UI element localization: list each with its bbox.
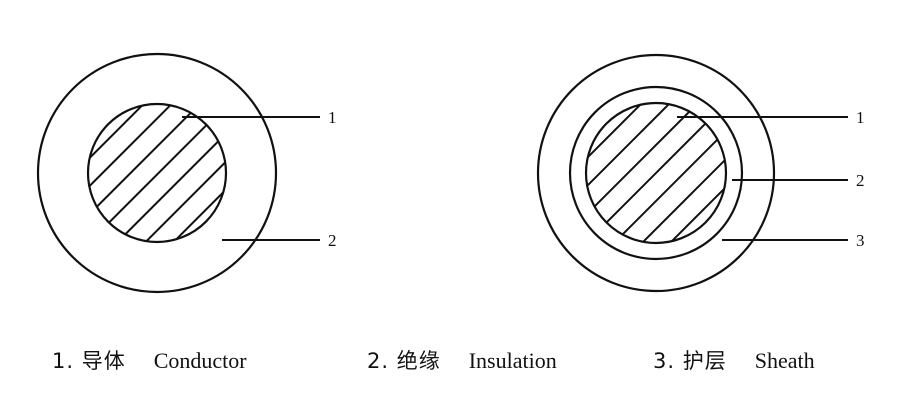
hatch-line xyxy=(162,104,226,242)
hatch-line xyxy=(88,104,155,242)
right-insulation-circle xyxy=(568,85,744,261)
right-callout-2: 2 xyxy=(856,171,865,190)
hatch-line xyxy=(88,104,183,242)
legend-sheath-cn: 3. 护层 xyxy=(653,349,727,373)
hatch-line xyxy=(88,104,211,242)
legend-conductor-cn: 1. 导体 xyxy=(52,349,126,373)
hatch-line xyxy=(631,103,726,243)
left-cable: 1 2 xyxy=(36,52,337,294)
legend-item-conductor: 1. 导体 Conductor xyxy=(52,345,247,379)
legend-sheath-en: Sheath xyxy=(754,348,815,373)
hatch-line xyxy=(586,103,681,243)
legend-conductor-en: Conductor xyxy=(153,348,247,373)
right-sheath-circle xyxy=(536,53,776,293)
hatch-line xyxy=(586,103,653,243)
right-callout-3: 3 xyxy=(856,231,865,250)
right-cable: 1 2 3 xyxy=(536,53,865,293)
left-insulation-circle xyxy=(36,52,278,294)
hatch-line xyxy=(586,103,709,243)
legend-insulation-cn: 2. 绝缘 xyxy=(367,349,441,373)
left-callout-1: 1 xyxy=(328,108,337,127)
left-conductor-circle xyxy=(86,102,228,244)
hatch-line xyxy=(603,103,726,243)
hatch-line xyxy=(134,104,226,242)
legend-item-sheath: 3. 护层 Sheath xyxy=(653,345,815,379)
legend-insulation-en: Insulation xyxy=(468,348,557,373)
right-conductor-circle xyxy=(584,101,728,245)
legend-item-insulation: 2. 绝缘 Insulation xyxy=(367,345,557,379)
hatch-line xyxy=(659,103,726,243)
right-callout-1: 1 xyxy=(856,108,865,127)
hatch-line xyxy=(106,104,226,242)
hatch-line xyxy=(88,104,127,242)
left-callout-2: 2 xyxy=(328,231,337,250)
